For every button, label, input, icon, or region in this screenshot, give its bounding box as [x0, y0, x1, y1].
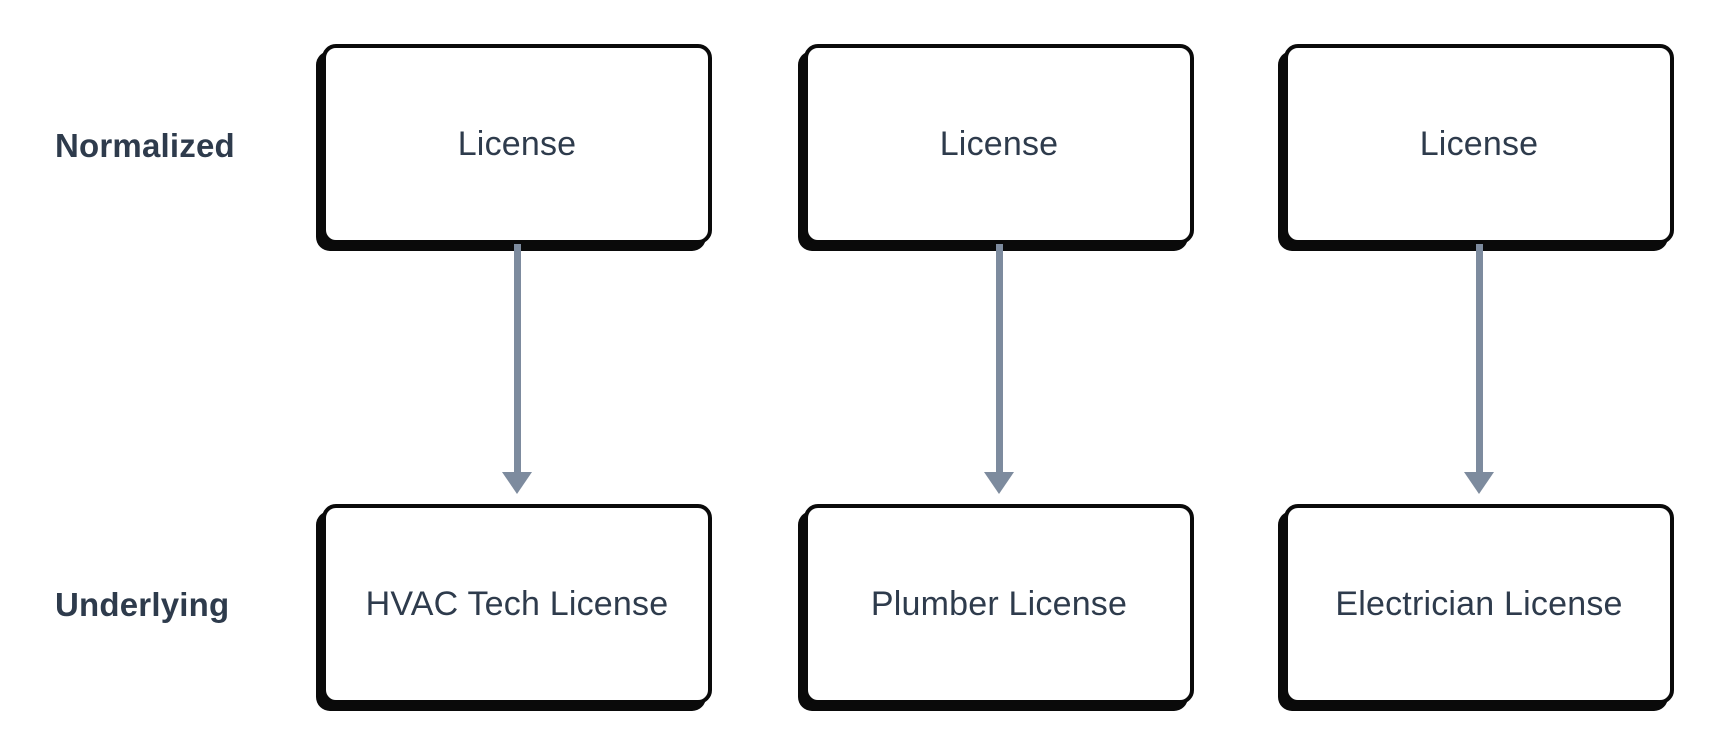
node-label: License	[939, 124, 1059, 163]
node-underlying-electrician-license: Electrician License	[1284, 504, 1674, 704]
arrow-down-3	[1464, 244, 1494, 494]
arrow-head-icon	[502, 472, 532, 494]
node-label: HVAC Tech License	[365, 584, 669, 623]
arrow-down-1	[502, 244, 532, 494]
arrow-head-icon	[1464, 472, 1494, 494]
node-normalized-license-3: License	[1284, 44, 1674, 244]
arrow-head-icon	[984, 472, 1014, 494]
node-label: License	[1419, 124, 1539, 163]
arrow-line	[1476, 244, 1483, 474]
row-label-normalized: Normalized	[55, 127, 235, 164]
node-label: Plumber License	[870, 584, 1128, 623]
node-label: Electrician License	[1335, 584, 1623, 623]
arrow-line	[514, 244, 521, 474]
node-underlying-plumber-license: Plumber License	[804, 504, 1194, 704]
node-normalized-license-2: License	[804, 44, 1194, 244]
node-normalized-license-1: License	[322, 44, 712, 244]
node-label: License	[457, 124, 577, 163]
arrow-line	[996, 244, 1003, 474]
row-label-underlying: Underlying	[55, 586, 230, 623]
node-underlying-hvac-tech-license: HVAC Tech License	[322, 504, 712, 704]
arrow-down-2	[984, 244, 1014, 494]
